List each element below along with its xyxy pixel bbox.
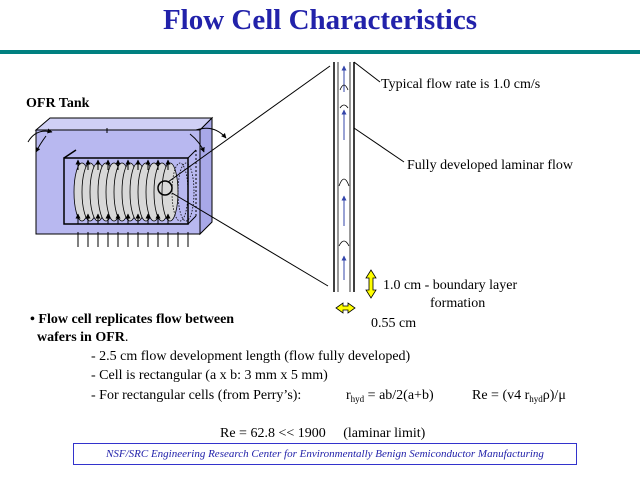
rotation-arrow-right2-icon <box>189 133 205 153</box>
callout-line-flow-rate <box>353 61 381 83</box>
projection-line-top <box>167 65 331 183</box>
reynolds-equation: Re = (v4 rhydρ)/μ <box>472 388 566 404</box>
inlet-lines <box>77 232 189 247</box>
boundary-layer-arrow-icon <box>365 269 377 299</box>
main-bullet-line1: • Flow cell replicates flow between <box>30 312 235 327</box>
projection-line-bottom <box>171 192 329 287</box>
perry-item: - For rectangular cells (from Perry’s): <box>91 388 302 403</box>
wafer-stack <box>73 162 179 222</box>
page-title: Flow Cell Characteristics <box>162 4 478 36</box>
dev-length-item: - 2.5 cm flow development length (flow f… <box>91 349 411 364</box>
rotation-arrow-right-icon <box>195 127 227 139</box>
reynolds-result: Re = 62.8 << 1900 (laminar limit) <box>220 426 426 441</box>
flow-arrows-top <box>75 159 171 170</box>
wafer-chamber <box>63 157 189 225</box>
rhyd-symbol: r <box>346 388 351 403</box>
flow-rate-callout: Typical flow rate is 1.0 cm/s <box>381 77 541 92</box>
tank-label: OFR Tank <box>26 96 90 111</box>
width-callout: 0.55 cm <box>371 316 417 331</box>
flow-arrows-inner-bottom <box>75 213 171 224</box>
boundary-layer-callout-line1: 1.0 cm - boundary layer <box>383 278 518 293</box>
rhyd-subscript: hyd <box>350 394 365 404</box>
callout-line-laminar <box>353 127 405 163</box>
main-bullet-period: . <box>124 330 129 345</box>
rhyd-equation: rhyd = ab/2(a+b) <box>346 388 434 404</box>
tank-side-face <box>199 116 213 236</box>
zoom-circle-icon <box>157 180 173 196</box>
re-subscript: hyd <box>529 394 543 404</box>
tank-top-face <box>34 117 214 131</box>
main-bullet-line2: wafers in OFR. <box>37 330 128 346</box>
footer-text: NSF/SRC Engineering Research Center for … <box>106 448 544 460</box>
rotation-arrow-left-icon <box>27 128 53 143</box>
boundary-layer-callout-line2: formation <box>430 296 486 311</box>
re-suffix: ρ)/μ <box>542 388 566 403</box>
title-divider <box>0 50 640 54</box>
re-prefix: Re = (v4 r <box>472 388 530 403</box>
flow-cell-channel <box>333 62 355 292</box>
footer-banner: NSF/SRC Engineering Research Center for … <box>73 443 577 465</box>
ofr-tank <box>27 116 227 247</box>
rotation-arrow-left2-icon <box>35 135 47 153</box>
laminar-flow-callout: Fully developed laminar flow <box>407 158 574 173</box>
rectangular-item: - Cell is rectangular (a x b: 3 mm x 5 m… <box>91 368 328 383</box>
main-bullet-line2-text: wafers in OFR <box>37 330 125 345</box>
rhyd-expression: = ab/2(a+b) <box>364 388 434 403</box>
width-arrow-icon <box>335 302 356 314</box>
